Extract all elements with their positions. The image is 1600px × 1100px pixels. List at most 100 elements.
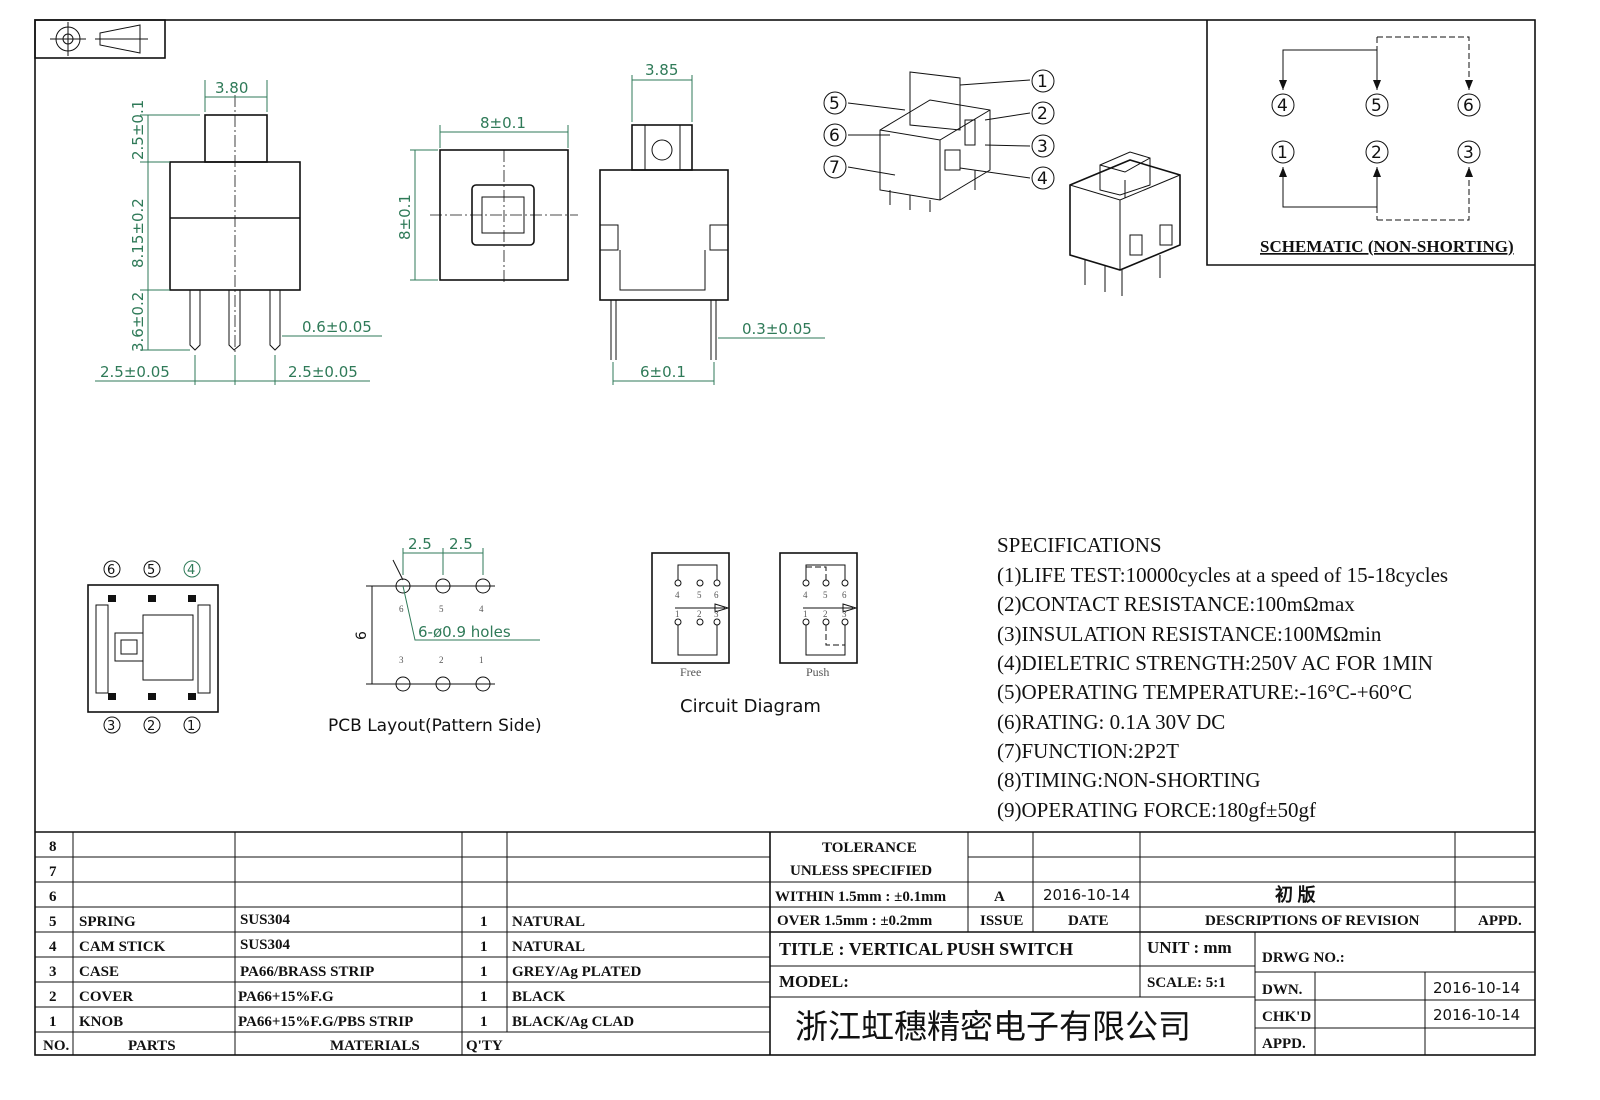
- spec-item: (9)OPERATING FORCE:180gf±50gf: [997, 798, 1316, 822]
- schematic-pin-1: 1: [1277, 143, 1288, 163]
- table-row: 2 COVER PA66+15%F.G 1 BLACK: [49, 989, 566, 1005]
- callout-4: 4: [1037, 169, 1048, 189]
- schematic-caption: SCHEMATIC (NON-SHORTING): [1260, 237, 1514, 256]
- row-no: 5: [49, 914, 57, 930]
- pcb-layout: 2.5 2.5 6 6-ø0.9 holes 6 5 4 3 2 1 PCB L…: [328, 535, 542, 736]
- pcb-caption: PCB Layout(Pattern Side): [328, 716, 542, 736]
- title-block: TOLERANCE UNLESS SPECIFIED WITHIN 1.5mm …: [770, 832, 1535, 1055]
- free-pin-5: 5: [697, 590, 702, 600]
- projection-symbol-icon: [34, 19, 166, 59]
- row-qty: 1: [480, 989, 488, 1005]
- parts-table-rows: 8 7 6 5 SPRING SUS304 1 NATURAL 4 CAM ST…: [43, 839, 641, 1054]
- dim-top-width: 8±0.1: [480, 114, 526, 132]
- free-label: Free: [680, 665, 701, 679]
- callout-6: 6: [829, 126, 840, 146]
- specifications: SPECIFICATIONS (1)LIFE TEST:10000cycles …: [997, 533, 1448, 822]
- bottom-pin-2: 2: [147, 719, 155, 734]
- push-pin-5: 5: [823, 590, 828, 600]
- free-pin-6: 6: [714, 590, 719, 600]
- tolerance-within: WITHIN 1.5mm : ±0.1mm: [775, 889, 947, 905]
- pcb-hole-2: 2: [439, 655, 444, 665]
- row-finish: GREY/Ag PLATED: [512, 964, 641, 980]
- spec-item: (1)LIFE TEST:10000cycles at a speed of 1…: [997, 563, 1448, 587]
- pcb-hole-3: 3: [399, 655, 404, 665]
- dim-top-height: 8±0.1: [396, 194, 414, 240]
- push-pin-3: 3: [842, 609, 847, 619]
- scale-label: SCALE: 5:1: [1147, 975, 1226, 991]
- drawing-number: DRWG NO.:: [1262, 950, 1345, 966]
- schematic-pin-3: 3: [1463, 143, 1474, 163]
- row-no: 8: [49, 839, 57, 855]
- spec-heading: SPECIFICATIONS: [997, 533, 1162, 557]
- row-qty: 1: [480, 914, 488, 930]
- row-finish: BLACK: [512, 989, 566, 1005]
- bottom-pin-1: 1: [187, 719, 195, 734]
- schematic-pin-2: 2: [1371, 143, 1382, 163]
- spec-item: (7)FUNCTION:2P2T: [997, 739, 1179, 763]
- pcb-pitch-a: 2.5: [408, 535, 432, 553]
- row-material: SUS304: [240, 937, 291, 953]
- pcb-row-spacing: 6: [354, 631, 370, 640]
- company-name: 浙江虹穗精密电子有限公司: [795, 1007, 1191, 1046]
- bottom-pin-5: 5: [147, 563, 155, 578]
- dim-pitch-left: 2.5±0.05: [100, 363, 170, 381]
- table-row: 4 CAM STICK SUS304 1 NATURAL: [49, 937, 585, 955]
- dwn-date: 2016-10-14: [1433, 979, 1520, 997]
- schematic-pin-5: 5: [1371, 96, 1382, 116]
- dim-pitch-right: 2.5±0.05: [288, 363, 358, 381]
- table-row: 7: [49, 864, 57, 880]
- push-pin-6: 6: [842, 590, 847, 600]
- push-pin-4: 4: [803, 590, 808, 600]
- row-part: COVER: [79, 989, 133, 1005]
- appd-row-label: APPD.: [1262, 1036, 1306, 1052]
- pcb-hole-4: 4: [479, 604, 484, 614]
- dim-pin-thickness: 0.3±0.05: [742, 320, 812, 338]
- circuit-caption: Circuit Diagram: [680, 696, 821, 717]
- side-view: 3.85 0.3±0.05 6±0.1: [599, 61, 825, 385]
- row-qty: 1: [480, 939, 488, 955]
- row-material: SUS304: [240, 912, 291, 928]
- row-finish: BLACK/Ag CLAD: [512, 1014, 634, 1030]
- dim-side-knob-width: 3.85: [645, 61, 678, 79]
- bottom-pin-3: 3: [107, 719, 115, 734]
- spec-item: (2)CONTACT RESISTANCE:100mΩmax: [997, 592, 1355, 616]
- row-no: 7: [49, 864, 57, 880]
- bottom-pin-6: 6: [107, 563, 115, 578]
- free-pin-2: 2: [697, 609, 702, 619]
- assembled-isometric-view: [1069, 151, 1181, 296]
- push-pin-1: 1: [803, 609, 808, 619]
- drawing-frame: [34, 19, 1536, 1056]
- circuit-diagram: 4 5 6 1 2 3 Free 4 5 6 1 2 3 Push Circui…: [651, 552, 858, 717]
- issue-label: ISSUE: [980, 913, 1023, 929]
- issue-value: A: [994, 889, 1005, 905]
- spec-item: (6)RATING: 0.1A 30V DC: [997, 710, 1225, 734]
- dim-pin-span: 6±0.1: [640, 363, 686, 381]
- pcb-hole-6: 6: [399, 604, 404, 614]
- free-pin-4: 4: [675, 590, 680, 600]
- row-no: 1: [49, 1014, 57, 1030]
- row-material: PA66/BRASS STRIP: [240, 964, 374, 980]
- pcb-holes-label: 6-ø0.9 holes: [418, 623, 511, 641]
- row-part: CASE: [79, 964, 119, 980]
- header-parts: PARTS: [128, 1038, 176, 1054]
- free-pin-1: 1: [675, 609, 680, 619]
- row-qty: 1: [480, 1014, 488, 1030]
- row-finish: NATURAL: [512, 939, 585, 955]
- bottom-pin-4: 4: [187, 563, 195, 578]
- appd-label: APPD.: [1478, 913, 1522, 929]
- tolerance-heading: TOLERANCE: [822, 840, 917, 856]
- drawing-title: TITLE : VERTICAL PUSH SWITCH: [779, 939, 1073, 959]
- tolerance-over: OVER 1.5mm : ±0.2mm: [777, 913, 933, 929]
- callout-2: 2: [1037, 104, 1048, 124]
- row-part: SPRING: [79, 914, 136, 930]
- issue-date: 2016-10-14: [1043, 886, 1130, 904]
- dim-knob-width: 3.80: [215, 79, 248, 97]
- pcb-hole-5: 5: [439, 604, 444, 614]
- dim-pin-width: 0.6±0.05: [302, 318, 372, 336]
- callout-1: 1: [1037, 72, 1048, 92]
- schematic-pin-6: 6: [1463, 96, 1474, 116]
- row-qty: 1: [480, 964, 488, 980]
- exploded-isometric-view: [847, 71, 1031, 212]
- callout-5: 5: [829, 94, 840, 114]
